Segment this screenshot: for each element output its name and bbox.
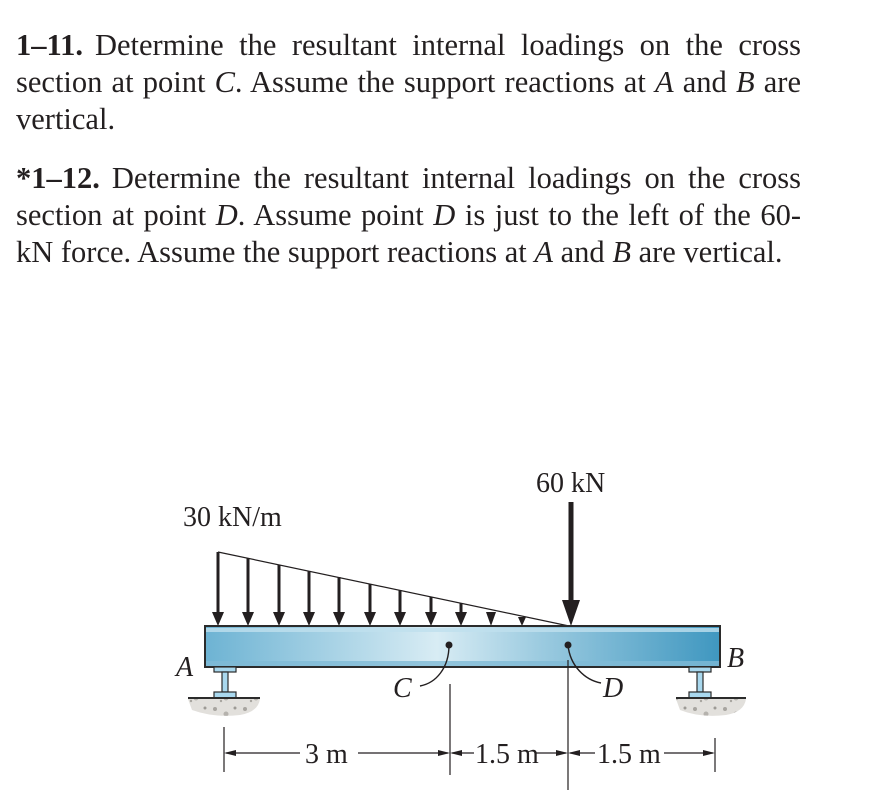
beam	[204, 625, 721, 668]
variable: B	[612, 235, 631, 269]
problem-1-12: *1–12.Determine the resultant internal l…	[16, 160, 801, 271]
dimension-label-1-5m-db: 1.5 m	[597, 739, 661, 770]
point-c	[419, 641, 453, 687]
support-b-label: B	[727, 643, 744, 674]
point-load-label: 60 kN	[536, 468, 605, 499]
variable: B	[735, 65, 755, 99]
variable: D	[215, 198, 238, 232]
arrow-heads	[212, 612, 526, 626]
variable: A	[654, 65, 674, 99]
point-d-label: D	[602, 673, 623, 704]
variable: C	[214, 65, 235, 99]
distributed-load	[212, 551, 570, 627]
problem-number: 1–11.	[16, 28, 83, 62]
support-a	[188, 666, 260, 716]
problem-text: Determine the resultant internal loading…	[16, 28, 801, 136]
problem-number: *1–12.	[16, 161, 100, 195]
point-c-label: C	[393, 673, 412, 704]
distributed-load-label: 30 kN/m	[183, 502, 282, 533]
point-d	[564, 641, 602, 684]
dimension-lines	[223, 660, 716, 790]
dimension-arrowheads	[224, 750, 715, 756]
problem-text: Determine the resultant internal loading…	[16, 161, 801, 269]
support-a-label: A	[174, 652, 194, 683]
problem-1-11: 1–11.Determine the resultant internal lo…	[16, 27, 801, 138]
support-b	[676, 666, 746, 716]
load-arrows	[216, 552, 463, 615]
variable: D	[433, 198, 456, 232]
point-load-arrow	[562, 502, 580, 626]
variable: A	[534, 235, 554, 269]
dimension-label-1-5m-cd: 1.5 m	[475, 739, 539, 770]
dimension-label-3m: 3 m	[305, 739, 348, 770]
